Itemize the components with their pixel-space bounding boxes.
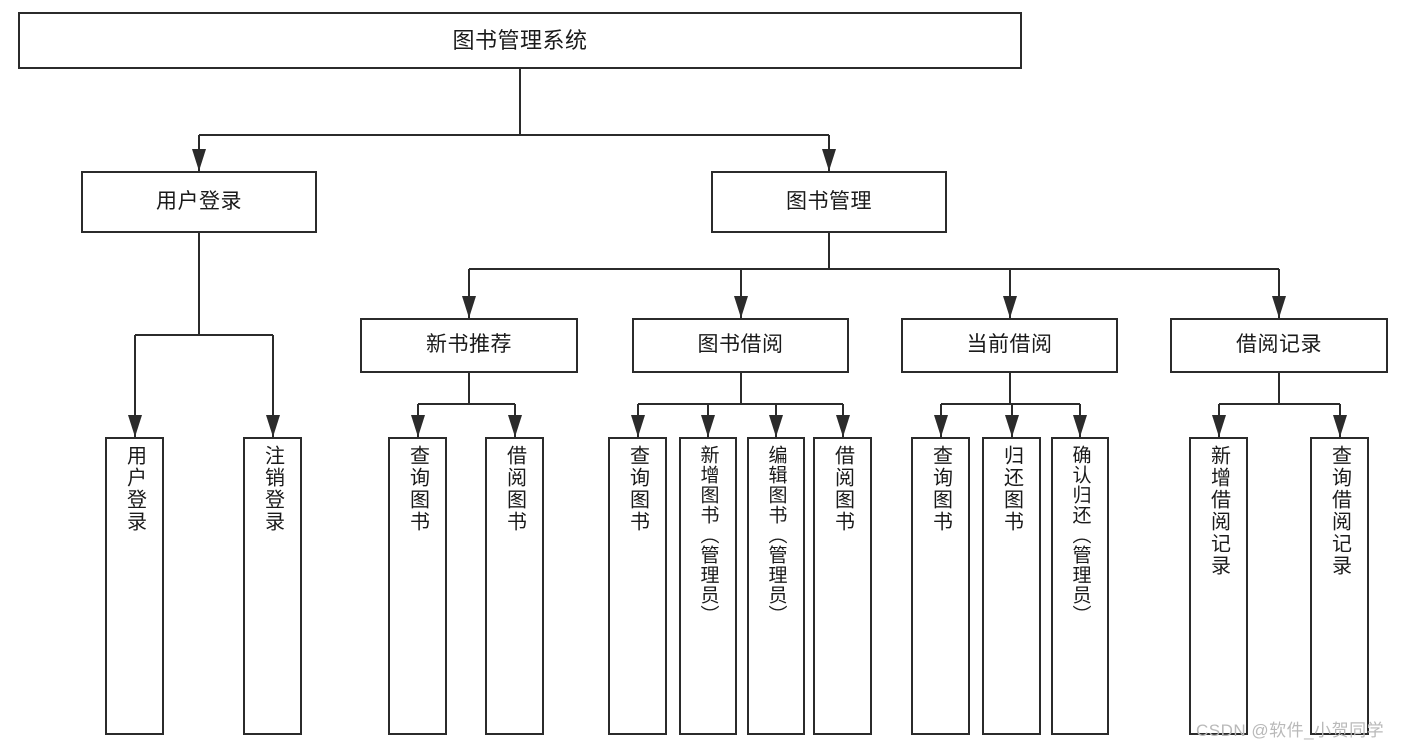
node-label: 查询图书 (626, 445, 649, 533)
arrowhead-icon (934, 415, 948, 437)
node-l3-3[interactable]: 借阅记录 (1170, 318, 1388, 373)
node-root[interactable]: 图书管理系统 (18, 12, 1022, 69)
node-label: 图书管理系统 (452, 27, 588, 53)
node-label: 用户登录 (156, 189, 242, 213)
arrowhead-icon (631, 415, 645, 437)
arrowhead-icon (701, 415, 715, 437)
node-leaf-3[interactable]: 借阅图书 (485, 437, 544, 735)
node-leaf-0[interactable]: 用户登录 (105, 437, 164, 735)
node-l3-2[interactable]: 当前借阅 (901, 318, 1118, 373)
arrowhead-icon (1272, 296, 1286, 318)
node-label: 新书推荐 (426, 333, 512, 357)
node-label: 编辑图书（管理员） (765, 445, 787, 625)
node-label: 图书借阅 (697, 333, 784, 357)
node-label: 确认归还（管理员） (1069, 445, 1091, 625)
arrowhead-icon (836, 415, 850, 437)
node-label: 查询图书 (929, 445, 952, 533)
node-label: 查询借阅记录 (1328, 445, 1351, 577)
node-leaf-8[interactable]: 查询图书 (911, 437, 970, 735)
arrowhead-icon (462, 296, 476, 318)
arrowhead-icon (1003, 296, 1017, 318)
node-leaf-9[interactable]: 归还图书 (982, 437, 1041, 735)
node-leaf-4[interactable]: 查询图书 (608, 437, 667, 735)
node-label: 新增图书（管理员） (697, 445, 719, 625)
node-leaf-2[interactable]: 查询图书 (388, 437, 447, 735)
arrowhead-icon (192, 149, 206, 171)
node-leaf-10[interactable]: 确认归还（管理员） (1051, 437, 1109, 735)
arrowhead-icon (769, 415, 783, 437)
node-leaf-7[interactable]: 借阅图书 (813, 437, 872, 735)
arrowhead-icon (411, 415, 425, 437)
node-label: 借阅记录 (1236, 333, 1322, 357)
watermark-text: CSDN @软件_小贺同学 (1196, 721, 1385, 740)
node-label: 借阅图书 (503, 445, 526, 533)
node-label: 新增借阅记录 (1207, 445, 1230, 577)
node-leaf-11[interactable]: 新增借阅记录 (1189, 437, 1248, 735)
node-label: 图书管理 (786, 189, 872, 213)
node-leaf-1[interactable]: 注销登录 (243, 437, 302, 735)
arrowhead-icon (1005, 415, 1019, 437)
node-leaf-6[interactable]: 编辑图书（管理员） (747, 437, 805, 735)
node-label: 用户登录 (123, 445, 146, 533)
node-label: 当前借阅 (966, 333, 1053, 357)
arrowhead-icon (822, 149, 836, 171)
arrowhead-icon (734, 296, 748, 318)
node-l2-1[interactable]: 图书管理 (711, 171, 947, 233)
node-l3-0[interactable]: 新书推荐 (360, 318, 578, 373)
arrowhead-icon (508, 415, 522, 437)
node-label: 借阅图书 (831, 445, 854, 533)
node-leaf-5[interactable]: 新增图书（管理员） (679, 437, 737, 735)
node-l2-0[interactable]: 用户登录 (81, 171, 317, 233)
node-label: 注销登录 (261, 445, 284, 533)
node-label: 归还图书 (1000, 445, 1023, 533)
node-label: 查询图书 (406, 445, 429, 533)
arrowhead-icon (1073, 415, 1087, 437)
node-l3-1[interactable]: 图书借阅 (632, 318, 849, 373)
arrowhead-icon (128, 415, 142, 437)
arrowhead-icon (1333, 415, 1347, 437)
arrowhead-icon (266, 415, 280, 437)
arrowhead-icon (1212, 415, 1226, 437)
node-leaf-12[interactable]: 查询借阅记录 (1310, 437, 1369, 735)
